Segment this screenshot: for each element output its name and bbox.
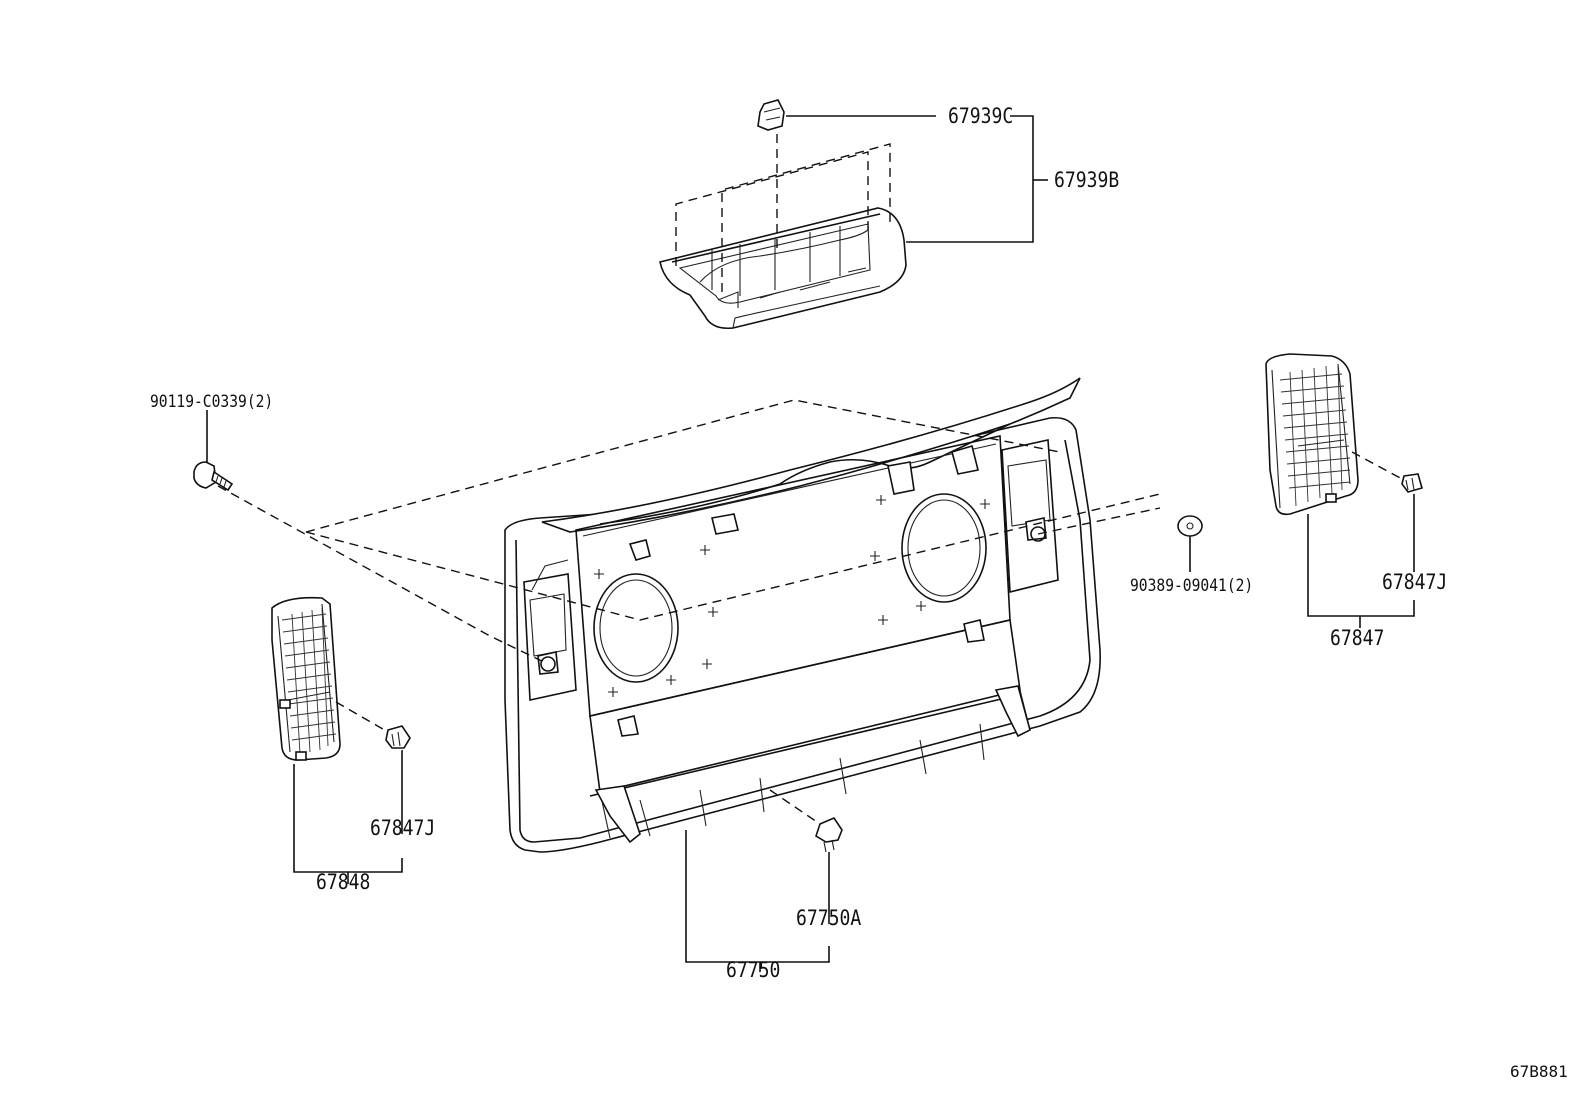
part-label-67750: 67750: [726, 958, 781, 982]
clip-67847j-left-drawing: [385, 725, 411, 749]
clip-67847j-right-drawing: [1401, 473, 1423, 493]
cover-67939b-drawing: [659, 207, 907, 330]
cover-67847-drawing: [1265, 353, 1359, 516]
part-label-67750a: 67750A: [796, 906, 862, 930]
diagram-id: 67B881: [1510, 1062, 1568, 1081]
trim-board-67750-drawing: [504, 377, 1101, 853]
bolt-90119-drawing: [193, 461, 234, 492]
grommet-90389-drawing: [1177, 515, 1203, 537]
part-label-67939b: 67939B: [1054, 168, 1120, 192]
part-label-90119-c0339: 90119-C0339(2): [150, 392, 274, 412]
part-label-90389-09041: 90389-09041(2): [1130, 576, 1254, 596]
part-label-67847: 67847: [1330, 626, 1385, 650]
clip-67939c-drawing: [757, 99, 785, 131]
part-label-67848: 67848: [316, 870, 371, 894]
part-label-67847j-left: 67847J: [370, 816, 436, 840]
part-label-67939c: 67939C: [948, 104, 1014, 128]
cover-67848-drawing: [271, 596, 341, 761]
clip-67750a-drawing: [815, 817, 843, 853]
part-label-67847j-right: 67847J: [1382, 570, 1448, 594]
